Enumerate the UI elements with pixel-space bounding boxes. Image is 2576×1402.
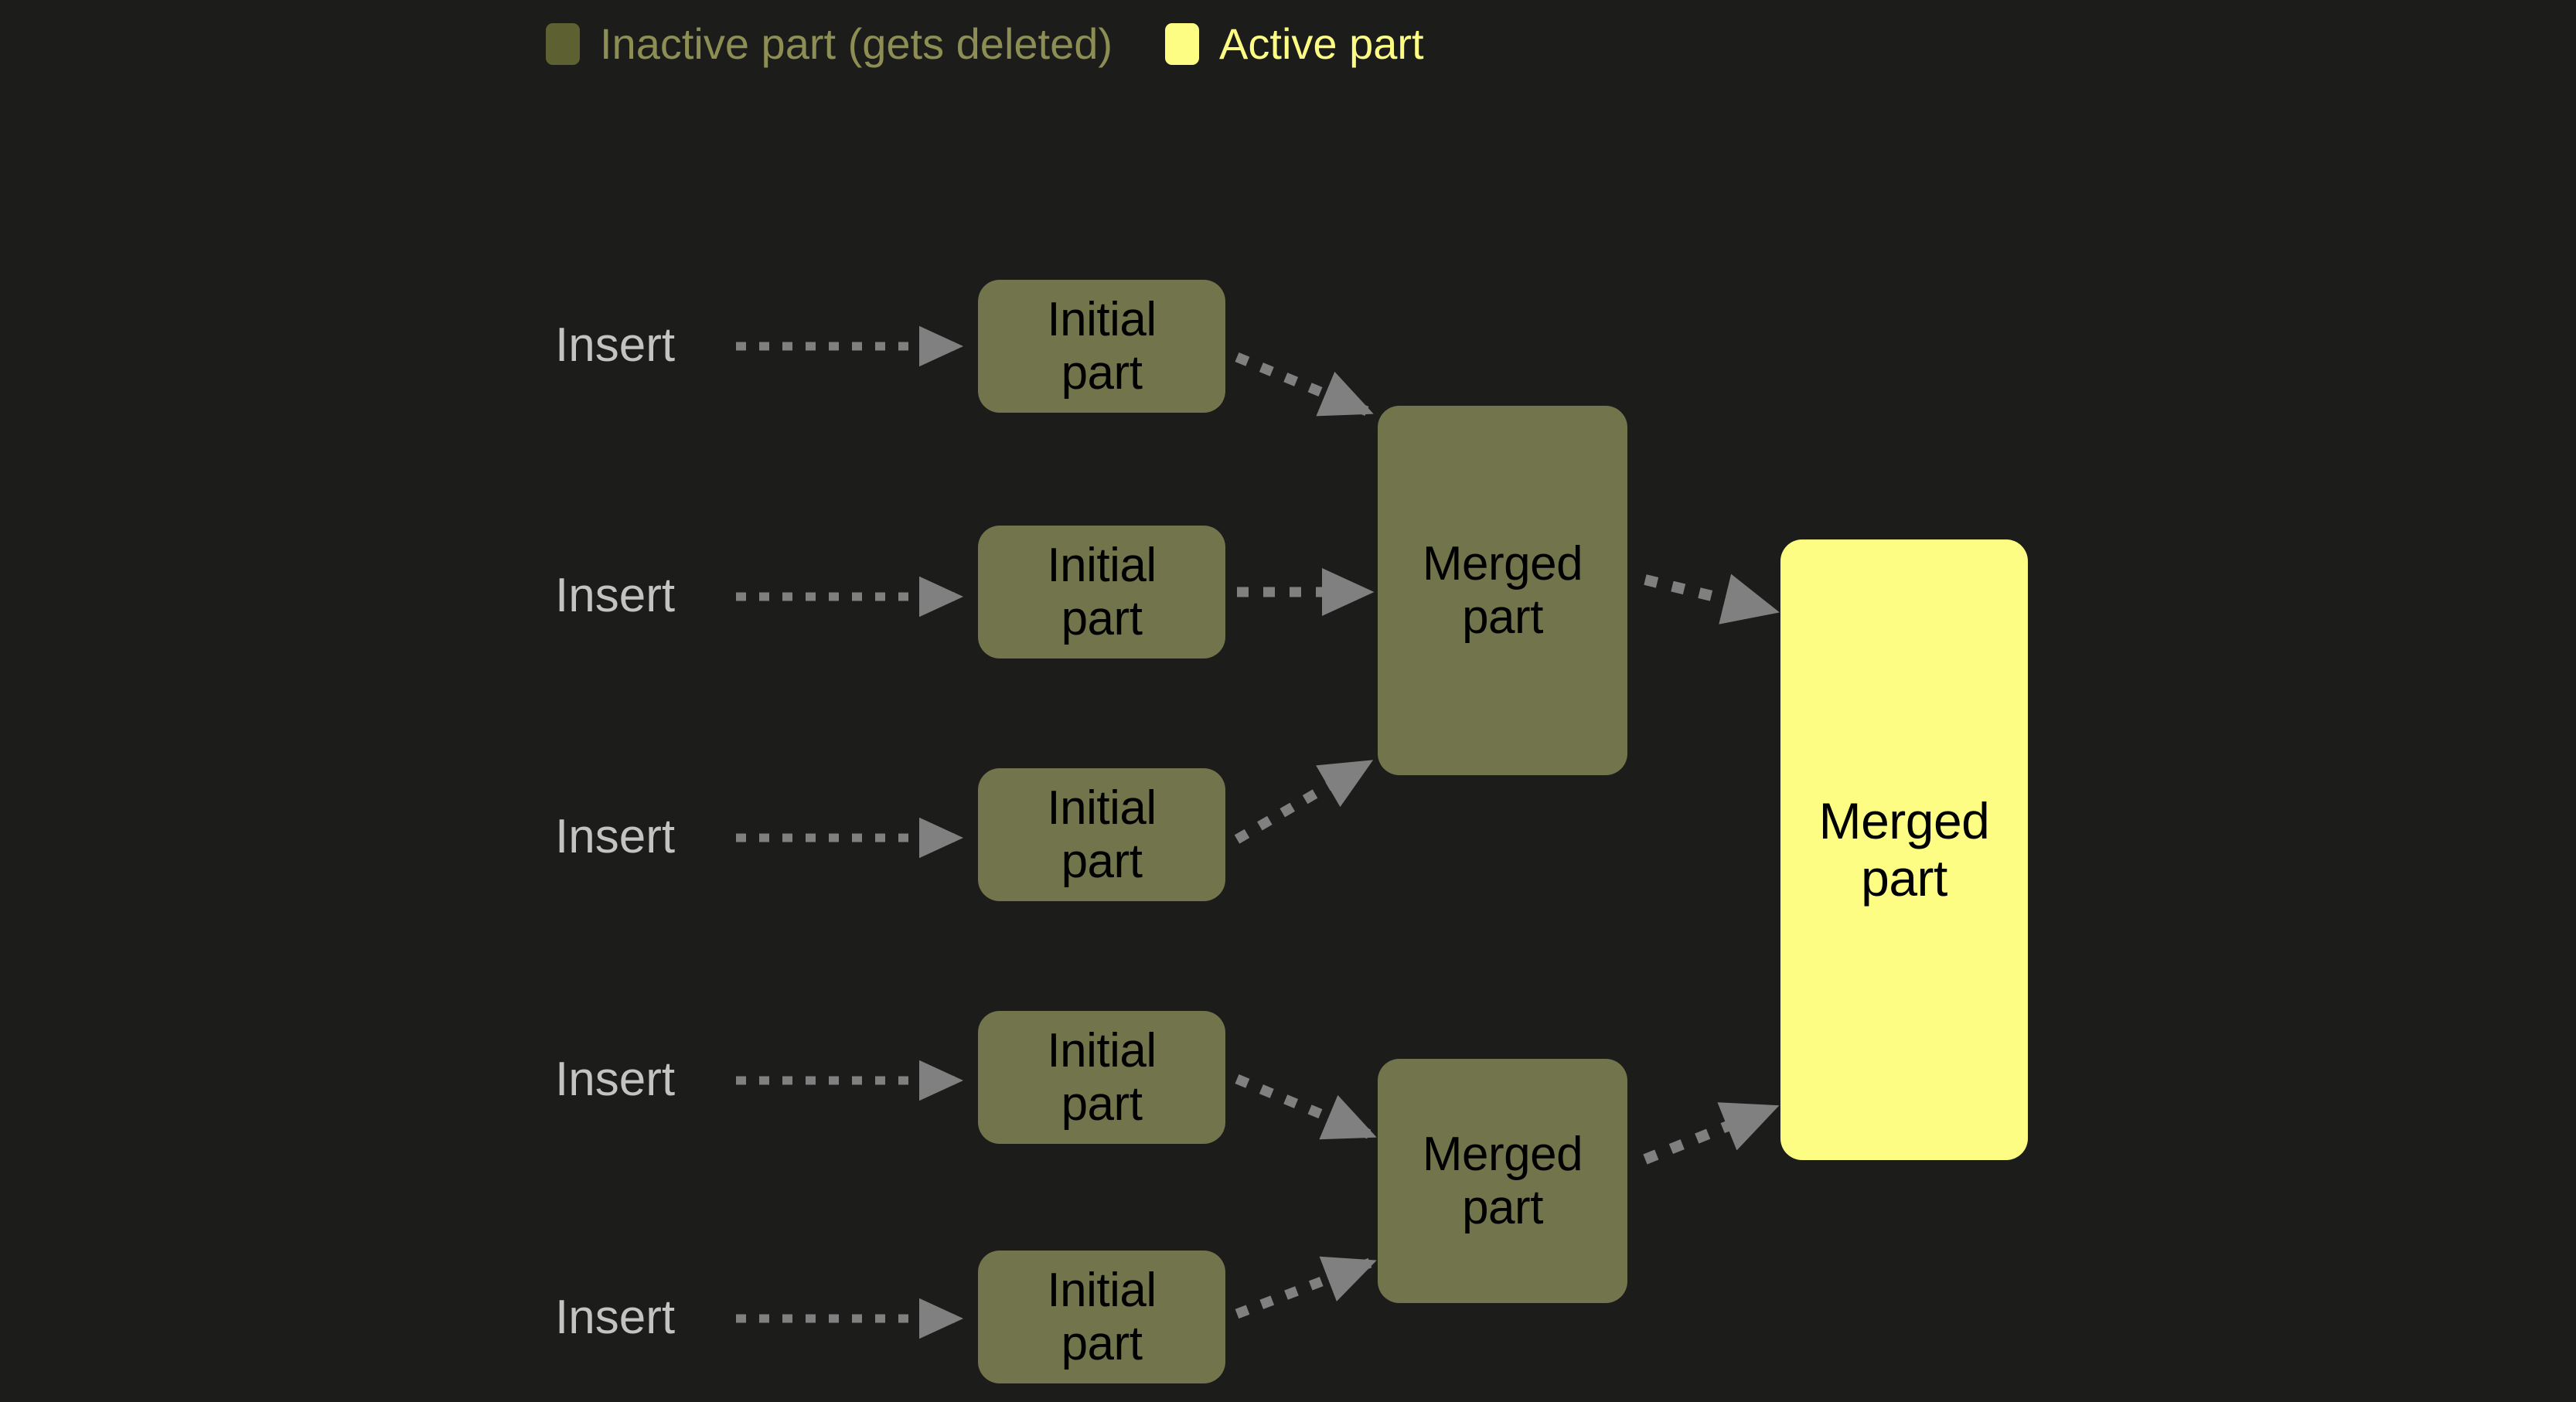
legend-label-active: Active part xyxy=(1219,19,1424,68)
insert-label-4: Insert xyxy=(555,1053,676,1106)
initial-part-line1-2: Initial xyxy=(1047,538,1157,592)
legend-spacer xyxy=(1113,44,1165,45)
initial-part-line2-2: part xyxy=(1061,592,1143,645)
initial-part-line2-5: part xyxy=(1061,1317,1143,1370)
merged-part-line2-2: part xyxy=(1462,1181,1543,1234)
insert-label-2: Insert xyxy=(555,569,676,622)
initial-part-line1-3: Initial xyxy=(1047,781,1157,835)
legend-item-active: Active part xyxy=(1165,22,1424,66)
edge-merged1-final xyxy=(1644,573,1780,624)
merged-part-line1-2: Merged xyxy=(1422,1127,1583,1181)
initial-part-line1-4: Initial xyxy=(1047,1023,1157,1077)
insert-label-3: Insert xyxy=(555,810,676,863)
edge-initial3-merged1 xyxy=(1234,759,1374,844)
edge-merged2-final xyxy=(1643,1102,1780,1165)
active-swatch-icon xyxy=(1165,23,1200,65)
final-merged-part-line2: part xyxy=(1861,849,1947,907)
insert-label-5: Insert xyxy=(555,1291,676,1344)
initial-part-line1-5: Initial xyxy=(1047,1263,1157,1317)
legend: Inactive part (gets deleted) Active part xyxy=(546,17,1424,71)
inactive-swatch-icon xyxy=(546,23,580,65)
merged-part-line2-1: part xyxy=(1462,590,1543,644)
insert-label-1: Insert xyxy=(555,318,676,372)
merged-part-line1-1: Merged xyxy=(1422,536,1583,590)
initial-part-line2-1: part xyxy=(1061,346,1143,400)
edge-initial1-merged1 xyxy=(1235,352,1374,417)
edge-initial5-merged2 xyxy=(1235,1256,1377,1319)
final-merged-part-line1: Merged xyxy=(1818,791,1990,849)
initial-part-line2-4: part xyxy=(1061,1077,1143,1131)
initial-part-line1-1: Initial xyxy=(1047,292,1157,346)
legend-item-inactive: Inactive part (gets deleted) xyxy=(546,22,1113,66)
edge-initial4-merged2 xyxy=(1235,1074,1377,1140)
legend-label-inactive: Inactive part (gets deleted) xyxy=(600,19,1113,68)
initial-part-line2-3: part xyxy=(1061,835,1143,888)
